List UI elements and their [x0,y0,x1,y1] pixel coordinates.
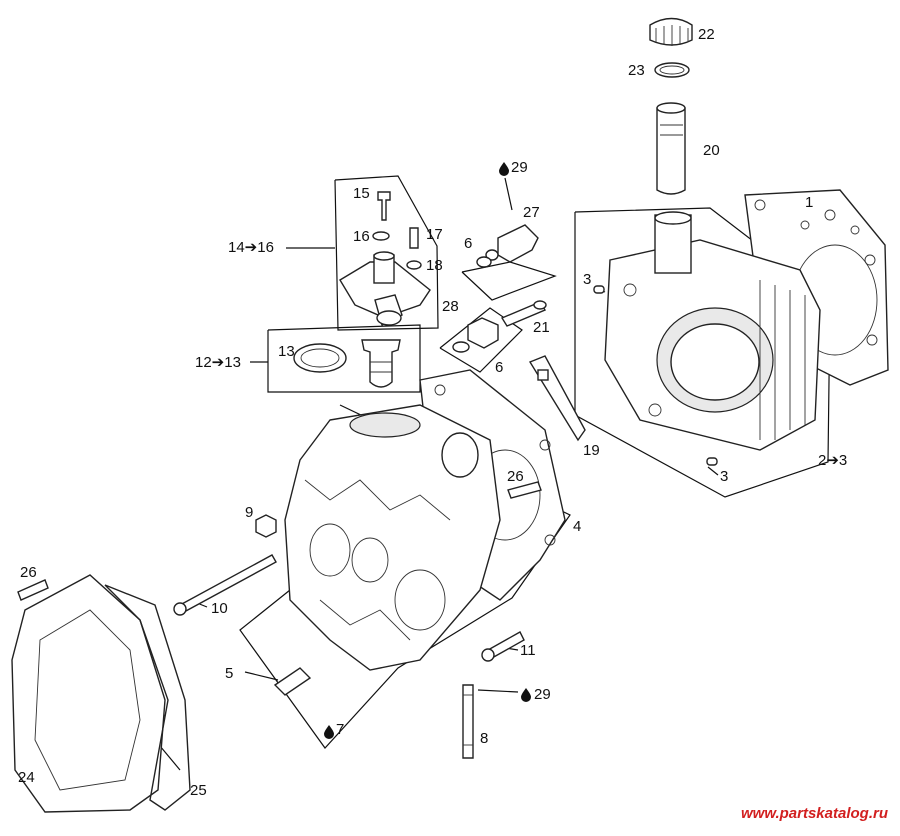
callout-21: 21 [533,319,550,336]
callout-25: 25 [190,782,207,799]
oil-drop-icon [499,162,509,176]
outline-cylinder-head [239,404,571,749]
screw-17-part [409,227,419,249]
screw-15-part [377,191,391,221]
seal-13-part [293,343,347,373]
washer-16-part [372,231,390,241]
pipe-part [656,107,686,195]
callout-24: 24 [18,769,35,786]
callout-3a: 3 [583,271,592,288]
outline-housing [334,175,439,331]
callout-1: 1 [805,194,814,211]
nut-9-part [255,514,277,538]
outline-bolt21 [439,307,523,373]
callout-6a: 6 [464,235,473,252]
cylinder-head-part [284,404,501,671]
callout-10: 10 [211,600,228,617]
callout-26b: 26 [20,564,37,581]
outline-sensor [461,261,557,301]
callout-12-to-13: 12➔13 [195,354,241,371]
callout-19: 19 [583,442,600,459]
outline-thermostat [267,324,421,393]
callout-22: 22 [698,26,715,43]
washer-6a-part [476,256,492,268]
callout-13: 13 [278,343,295,360]
callout-14-to-16: 14➔16 [228,239,274,256]
callout-23: 23 [628,62,645,79]
callout-28: 28 [442,298,459,315]
gasket-25-part [104,584,191,811]
callout-29a: 29 [511,159,528,176]
nut-28-part [467,317,499,349]
cap-part [649,17,693,46]
callout-16: 16 [353,228,370,245]
bolt-26b-part [17,579,49,601]
callout-8: 8 [480,730,489,747]
bolt-26a-part [507,481,542,499]
callout-29b: 29 [534,686,551,703]
sensor-27-part [497,224,539,263]
washer-18-part [406,260,422,270]
bolt-21-part [500,301,547,327]
thermostat-part [361,339,401,388]
callout-4: 4 [573,518,582,535]
callout-7: 7 [336,721,345,738]
o-ring-part [654,62,690,78]
callout-15: 15 [353,185,370,202]
callout-5: 5 [225,665,234,682]
bolt-10-part [179,554,277,613]
washer-6b-part [452,341,470,353]
callout-6b: 6 [495,359,504,376]
stud-8-part [462,684,474,759]
callout-11: 11 [520,642,536,659]
callout-17: 17 [426,226,443,243]
callout-18: 18 [426,257,443,274]
watermark: www.partskatalog.ru [741,805,888,822]
guide-5-part [273,667,312,696]
callout-3b: 3 [720,468,729,485]
callout-9: 9 [245,504,254,521]
callout-2-to-3: 2➔3 [818,452,848,469]
callout-26a: 26 [507,468,524,485]
callout-20: 20 [703,142,720,159]
oil-drop-icon [521,688,531,702]
callout-27: 27 [523,204,540,221]
oil-drop-icon [324,725,334,739]
